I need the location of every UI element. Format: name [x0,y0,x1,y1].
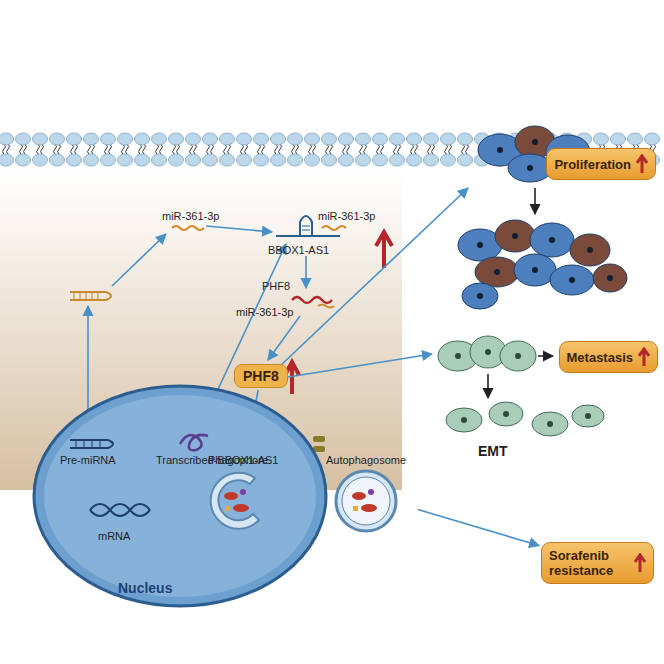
pathway-arrow [418,509,539,545]
annotation-label: miR-361-3p [318,210,375,222]
mrna [292,297,332,303]
outcome-box: Sorafenib resistance [541,542,654,584]
outcome-label: Sorafenib resistance [549,548,629,578]
up-arrow [638,347,650,367]
organelle-drawing [333,468,399,534]
nucleus-ellipse: Nucleus [30,382,330,610]
annotation-label: miR-361-3p [236,306,293,318]
organelle-drawing [205,468,271,534]
protein-box: PHF8 [234,364,288,388]
annotation-label: mRNA [98,530,130,542]
annotation-label: PHF8 [262,280,290,292]
mirna [172,226,204,230]
outcome-box: Proliferation [546,148,656,180]
nucleus-label: Nucleus [118,580,172,596]
outcome-box: Metastasis [559,341,658,373]
outcome-label: Proliferation [554,157,631,172]
up-arrow [636,154,648,174]
organelle: Autophagosome [316,454,416,534]
organelle-label: Autophagosome [316,454,416,466]
up-arrow [634,553,646,573]
annotation-label: BBOX1-AS1 [268,244,329,256]
annotation-label: EMT [478,444,508,459]
nucleus-outline [30,382,330,610]
annotation-label: miR-361-3p [162,210,219,222]
annotation-label: Pre-miRNA [60,454,116,466]
outcome-label: Metastasis [567,350,633,365]
mirna [322,226,346,230]
protein-label: PHF8 [243,368,279,384]
annotation-label: Transcribed-BBOX1-AS1 [156,454,278,466]
pre-mirna-hairpin [70,292,111,300]
mirna [318,305,334,308]
